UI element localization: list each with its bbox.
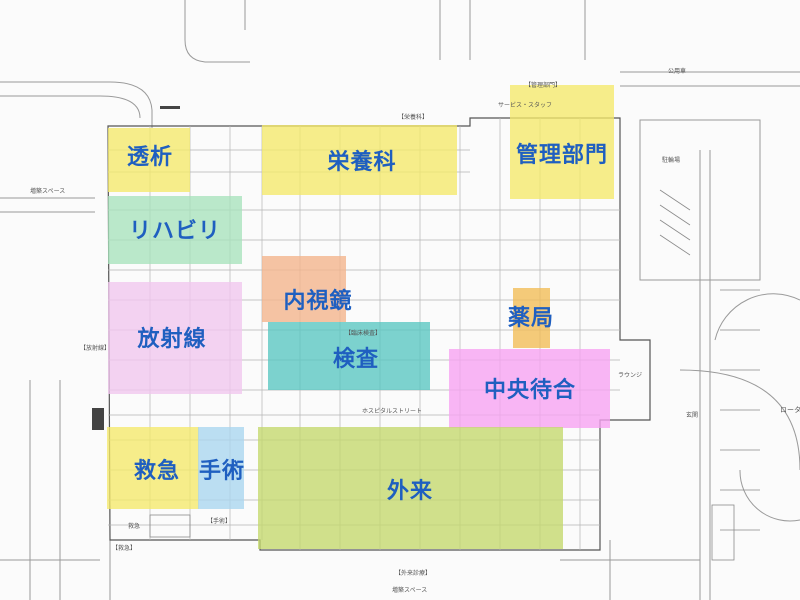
- service-label: サービス・スタッフ: [498, 102, 553, 109]
- label-gairai: 外来: [386, 479, 434, 504]
- parking-label: 駐輪場: [662, 157, 681, 164]
- lounge-label: ラウンジ: [618, 372, 643, 379]
- label-shujutsu: 手術: [198, 459, 246, 484]
- gairai-tag: 【外来診療】: [395, 570, 432, 577]
- zone-eiyoka[interactable]: [262, 125, 457, 195]
- label-toseki: 透析: [126, 145, 174, 170]
- zone-kensa[interactable]: [268, 322, 430, 390]
- zone-yakkyoku[interactable]: [513, 288, 550, 348]
- zone-naishikyo[interactable]: [262, 256, 346, 322]
- zone-rehabili[interactable]: [108, 196, 242, 264]
- label-kanri: 管理部門: [515, 143, 609, 168]
- zone-hoshasen[interactable]: [108, 282, 242, 394]
- kohsha-label: 公用車: [668, 68, 687, 75]
- kyukyu-tag: 【救急】: [112, 545, 137, 552]
- entrance-label: 玄関: [686, 412, 699, 419]
- zone-kyukyu[interactable]: [107, 427, 199, 509]
- kyukyu-entrance-label: 救急: [128, 523, 141, 530]
- zone-shujutsu[interactable]: [198, 427, 244, 509]
- zone-gairai[interactable]: [258, 427, 563, 549]
- zone-chuo[interactable]: [449, 349, 610, 428]
- label-eiyoka: 栄養科: [327, 150, 397, 175]
- space-bottom-label: 増築スペース: [392, 587, 428, 594]
- street-label: ホスピタルストリート: [362, 408, 423, 415]
- rota-label: ロータ: [780, 406, 800, 414]
- label-yakkyoku: 薬局: [507, 306, 555, 331]
- kanri-tag: 【管理部門】: [525, 82, 562, 89]
- space-left-label: 増築スペース: [30, 188, 66, 195]
- zone-toseki[interactable]: [108, 128, 190, 192]
- label-naishikyo: 内視鏡: [283, 289, 353, 314]
- label-kensa: 検査: [332, 347, 380, 372]
- kensa-tag: 【臨床検査】: [345, 330, 382, 337]
- zone-kanri[interactable]: [510, 85, 614, 199]
- eiyo-tag: 【栄養科】: [398, 114, 429, 121]
- label-hoshasen: 放射線: [137, 327, 207, 352]
- shujutsu-tag: 【手術】: [207, 518, 232, 525]
- hosha-tag: 【放射線】: [80, 345, 111, 352]
- label-kyukyu: 救急: [133, 459, 181, 484]
- label-rehabili: リハビリ: [128, 219, 222, 244]
- label-chuo: 中央待合: [483, 378, 577, 403]
